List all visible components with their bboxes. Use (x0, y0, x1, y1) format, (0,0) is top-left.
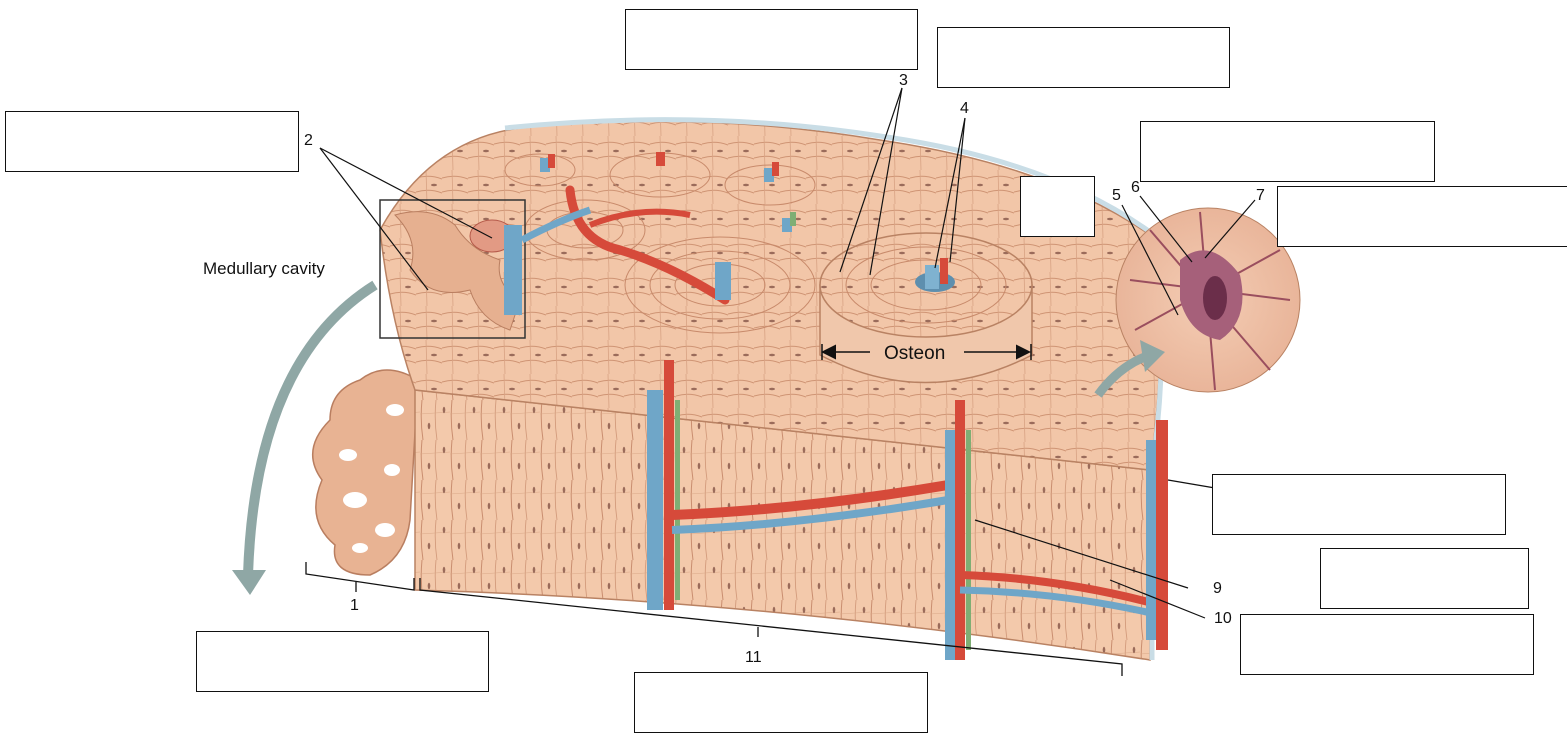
answer-box-right-10[interactable] (1240, 614, 1534, 675)
answer-box-bottom-1[interactable] (196, 631, 489, 692)
answer-box-top-center[interactable] (625, 9, 918, 70)
answer-box-bottom-11[interactable] (634, 672, 928, 733)
spongy-bone (313, 370, 418, 575)
medullary-cavity-label: Medullary cavity (203, 260, 325, 277)
answer-box-right-9[interactable] (1320, 548, 1529, 609)
number-label-6: 6 (1131, 180, 1140, 196)
answer-box-right-7[interactable] (1277, 186, 1567, 247)
number-label-1: 1 (350, 598, 359, 614)
osteon-label: Osteon (884, 343, 945, 365)
number-label-10: 10 (1214, 611, 1232, 627)
answer-box-top-right[interactable] (937, 27, 1230, 88)
osteocyte-zoom (1116, 208, 1300, 392)
answer-box-small[interactable] (1020, 176, 1095, 237)
number-label-3: 3 (899, 73, 908, 89)
number-label-5: 5 (1112, 188, 1121, 204)
number-label-9: 9 (1213, 581, 1222, 597)
number-label-2: 2 (304, 133, 313, 149)
answer-box-right-6[interactable] (1140, 121, 1435, 182)
number-label-11: 11 (745, 650, 762, 666)
number-label-4: 4 (960, 101, 969, 117)
answer-box-left-2[interactable] (5, 111, 299, 172)
number-label-7: 7 (1256, 188, 1265, 204)
answer-box-right-8[interactable] (1212, 474, 1506, 535)
